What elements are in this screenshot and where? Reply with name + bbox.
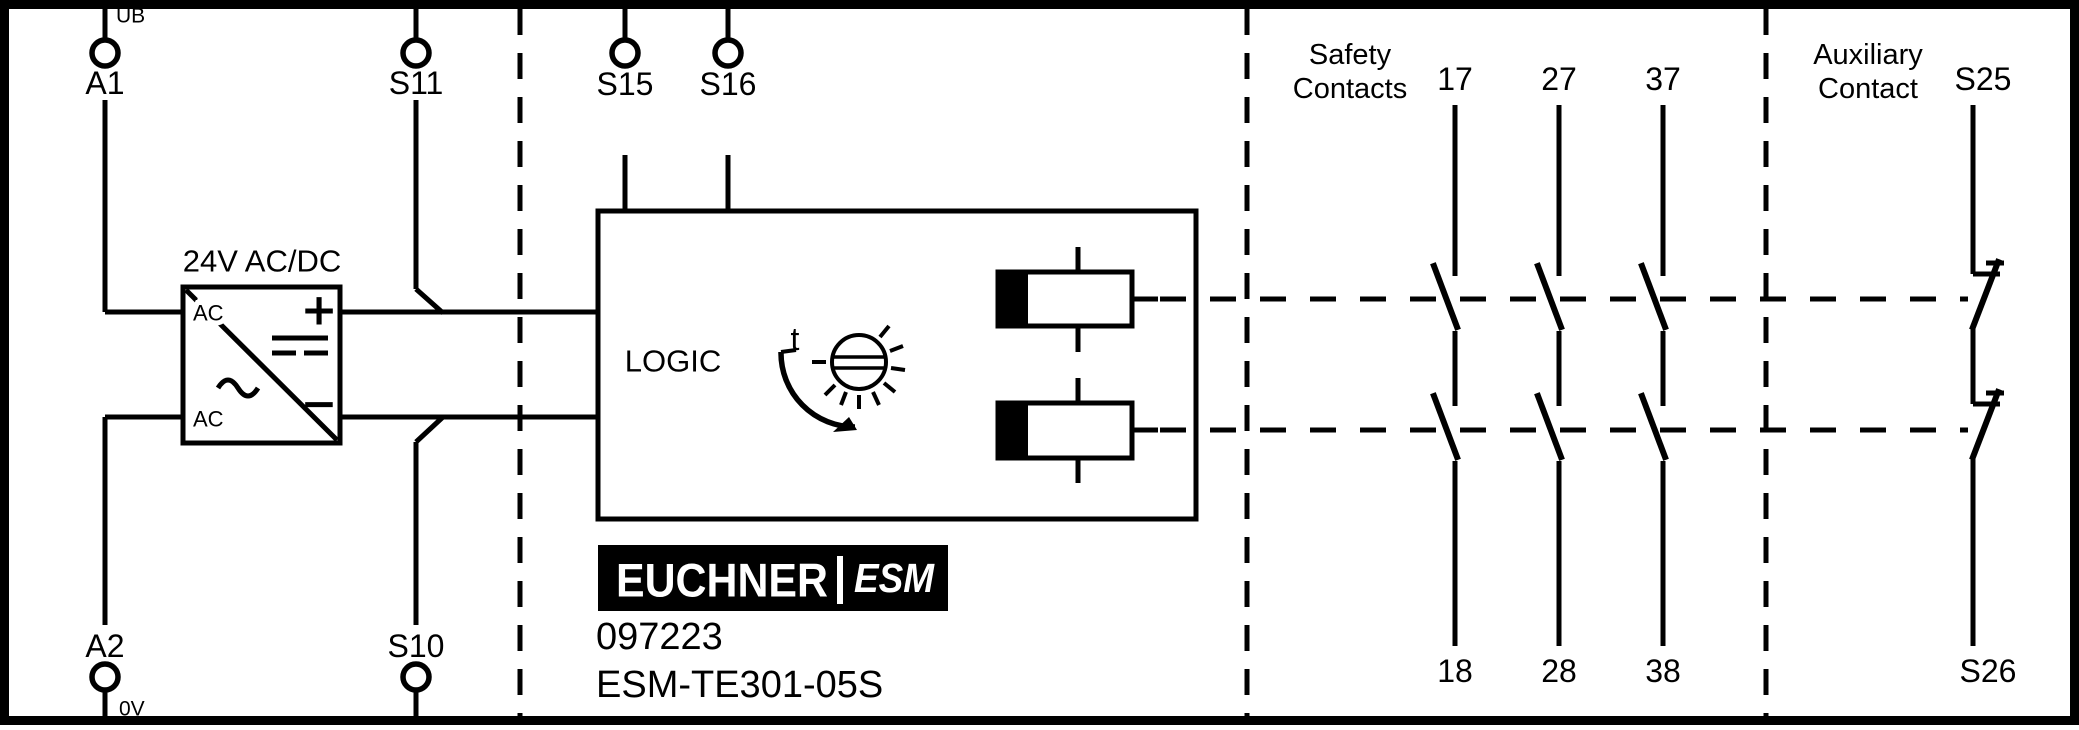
label-s15: S15 [597, 66, 654, 102]
part-number: 097223 [596, 616, 723, 658]
terminal-a2: A2 0V [85, 628, 144, 721]
label-a1: A1 [85, 65, 124, 101]
contact-blade-37-k2 [1638, 392, 1669, 461]
model-number: ESM-TE301-05S [596, 664, 883, 706]
terminal-circle-s15 [609, 37, 641, 69]
label-s25: S25 [1955, 61, 2012, 97]
power-supply-block: 24V AC/DC AC AC + − [180, 244, 343, 446]
psu-ac-sine-symbol [215, 377, 261, 399]
label-37: 37 [1645, 61, 1681, 97]
label-timer-t: t [791, 321, 800, 357]
contact-blade-17-k1 [1430, 262, 1461, 331]
label-psu-minus: − [301, 379, 338, 430]
timer-dial-circle [830, 333, 888, 391]
title-block: EUCHNER ESM 097223 ESM-TE301-05S [596, 545, 948, 706]
label-s10: S10 [388, 628, 445, 664]
label-psu-plus: + [301, 285, 338, 336]
logo-euchner-text: EUCHNER [616, 554, 828, 607]
label-psu-ac-top: AC [193, 301, 224, 326]
terminal-s16: S16 [700, 9, 757, 102]
label-safety-line1: Safety [1309, 39, 1392, 71]
relay-coil-2 [995, 378, 1158, 483]
wire-s10-link-arrow [414, 415, 445, 444]
terminal-s10: S10 [388, 628, 445, 716]
logic-block: LOGIC t [595, 208, 1199, 522]
terminal-circle-s10 [400, 661, 432, 693]
psu-diagonal [184, 288, 339, 442]
terminal-a1: UB A1 [85, 5, 145, 102]
safety-contact-37-38: 37 38 [1638, 61, 1681, 689]
label-auxiliary-line2: Contact [1818, 73, 1918, 105]
relay-coil-1 [995, 247, 1158, 352]
timer-arc-arrowhead [833, 417, 857, 432]
label-s11: S11 [389, 65, 444, 101]
label-s16: S16 [700, 66, 757, 102]
terminal-circle-s16 [712, 37, 744, 69]
label-27: 27 [1541, 61, 1577, 97]
contact-blade-37-k1 [1638, 262, 1669, 331]
auxiliary-contact-section: Auxiliary Contact S25 S26 [1813, 39, 2016, 689]
nc-blade-2 [1969, 388, 2002, 461]
label-a2: A2 [85, 628, 124, 664]
label-safety-line2: Contacts [1293, 73, 1407, 105]
label-psu-ac-bottom: AC [193, 407, 224, 432]
logic-box [595, 208, 1199, 522]
label-logic: LOGIC [625, 344, 721, 379]
label-17: 17 [1437, 61, 1473, 97]
safety-contacts-section: Safety Contacts 17 18 27 28 37 [1293, 39, 1681, 689]
contact-blade-17-k2 [1430, 392, 1461, 461]
timer-arc-tail [780, 348, 797, 354]
logo-background [598, 545, 948, 611]
logo-divider-bar [837, 556, 843, 604]
coil2-black-segment [996, 401, 1028, 460]
timer-adjust-icon: t [778, 321, 906, 432]
terminal-circle-s11 [400, 37, 432, 69]
coil1-black-segment [996, 270, 1028, 328]
label-0v: 0V [119, 698, 145, 721]
label-s26: S26 [1960, 653, 2017, 689]
label-psu-title: 24V AC/DC [183, 244, 342, 279]
label-28: 28 [1541, 653, 1577, 689]
label-ub: UB [116, 5, 145, 28]
terminal-circle-a1 [89, 37, 121, 69]
label-38: 38 [1645, 653, 1681, 689]
terminal-s11: S11 [389, 9, 444, 101]
safety-contact-27-28: 27 28 [1534, 61, 1577, 689]
wire-s11-link-arrow [414, 287, 445, 315]
logo-esm-text: ESM [854, 555, 935, 601]
label-18: 18 [1437, 653, 1473, 689]
terminal-circle-a2 [89, 661, 121, 693]
label-auxiliary-line1: Auxiliary [1813, 39, 1923, 71]
safety-contact-17-18: 17 18 [1430, 61, 1473, 689]
nc-blade-1 [1969, 258, 2002, 331]
timer-dial-rays [812, 324, 906, 409]
contact-blade-27-k1 [1534, 262, 1565, 331]
contact-blade-27-k2 [1534, 392, 1565, 461]
terminal-s15: S15 [597, 9, 654, 102]
